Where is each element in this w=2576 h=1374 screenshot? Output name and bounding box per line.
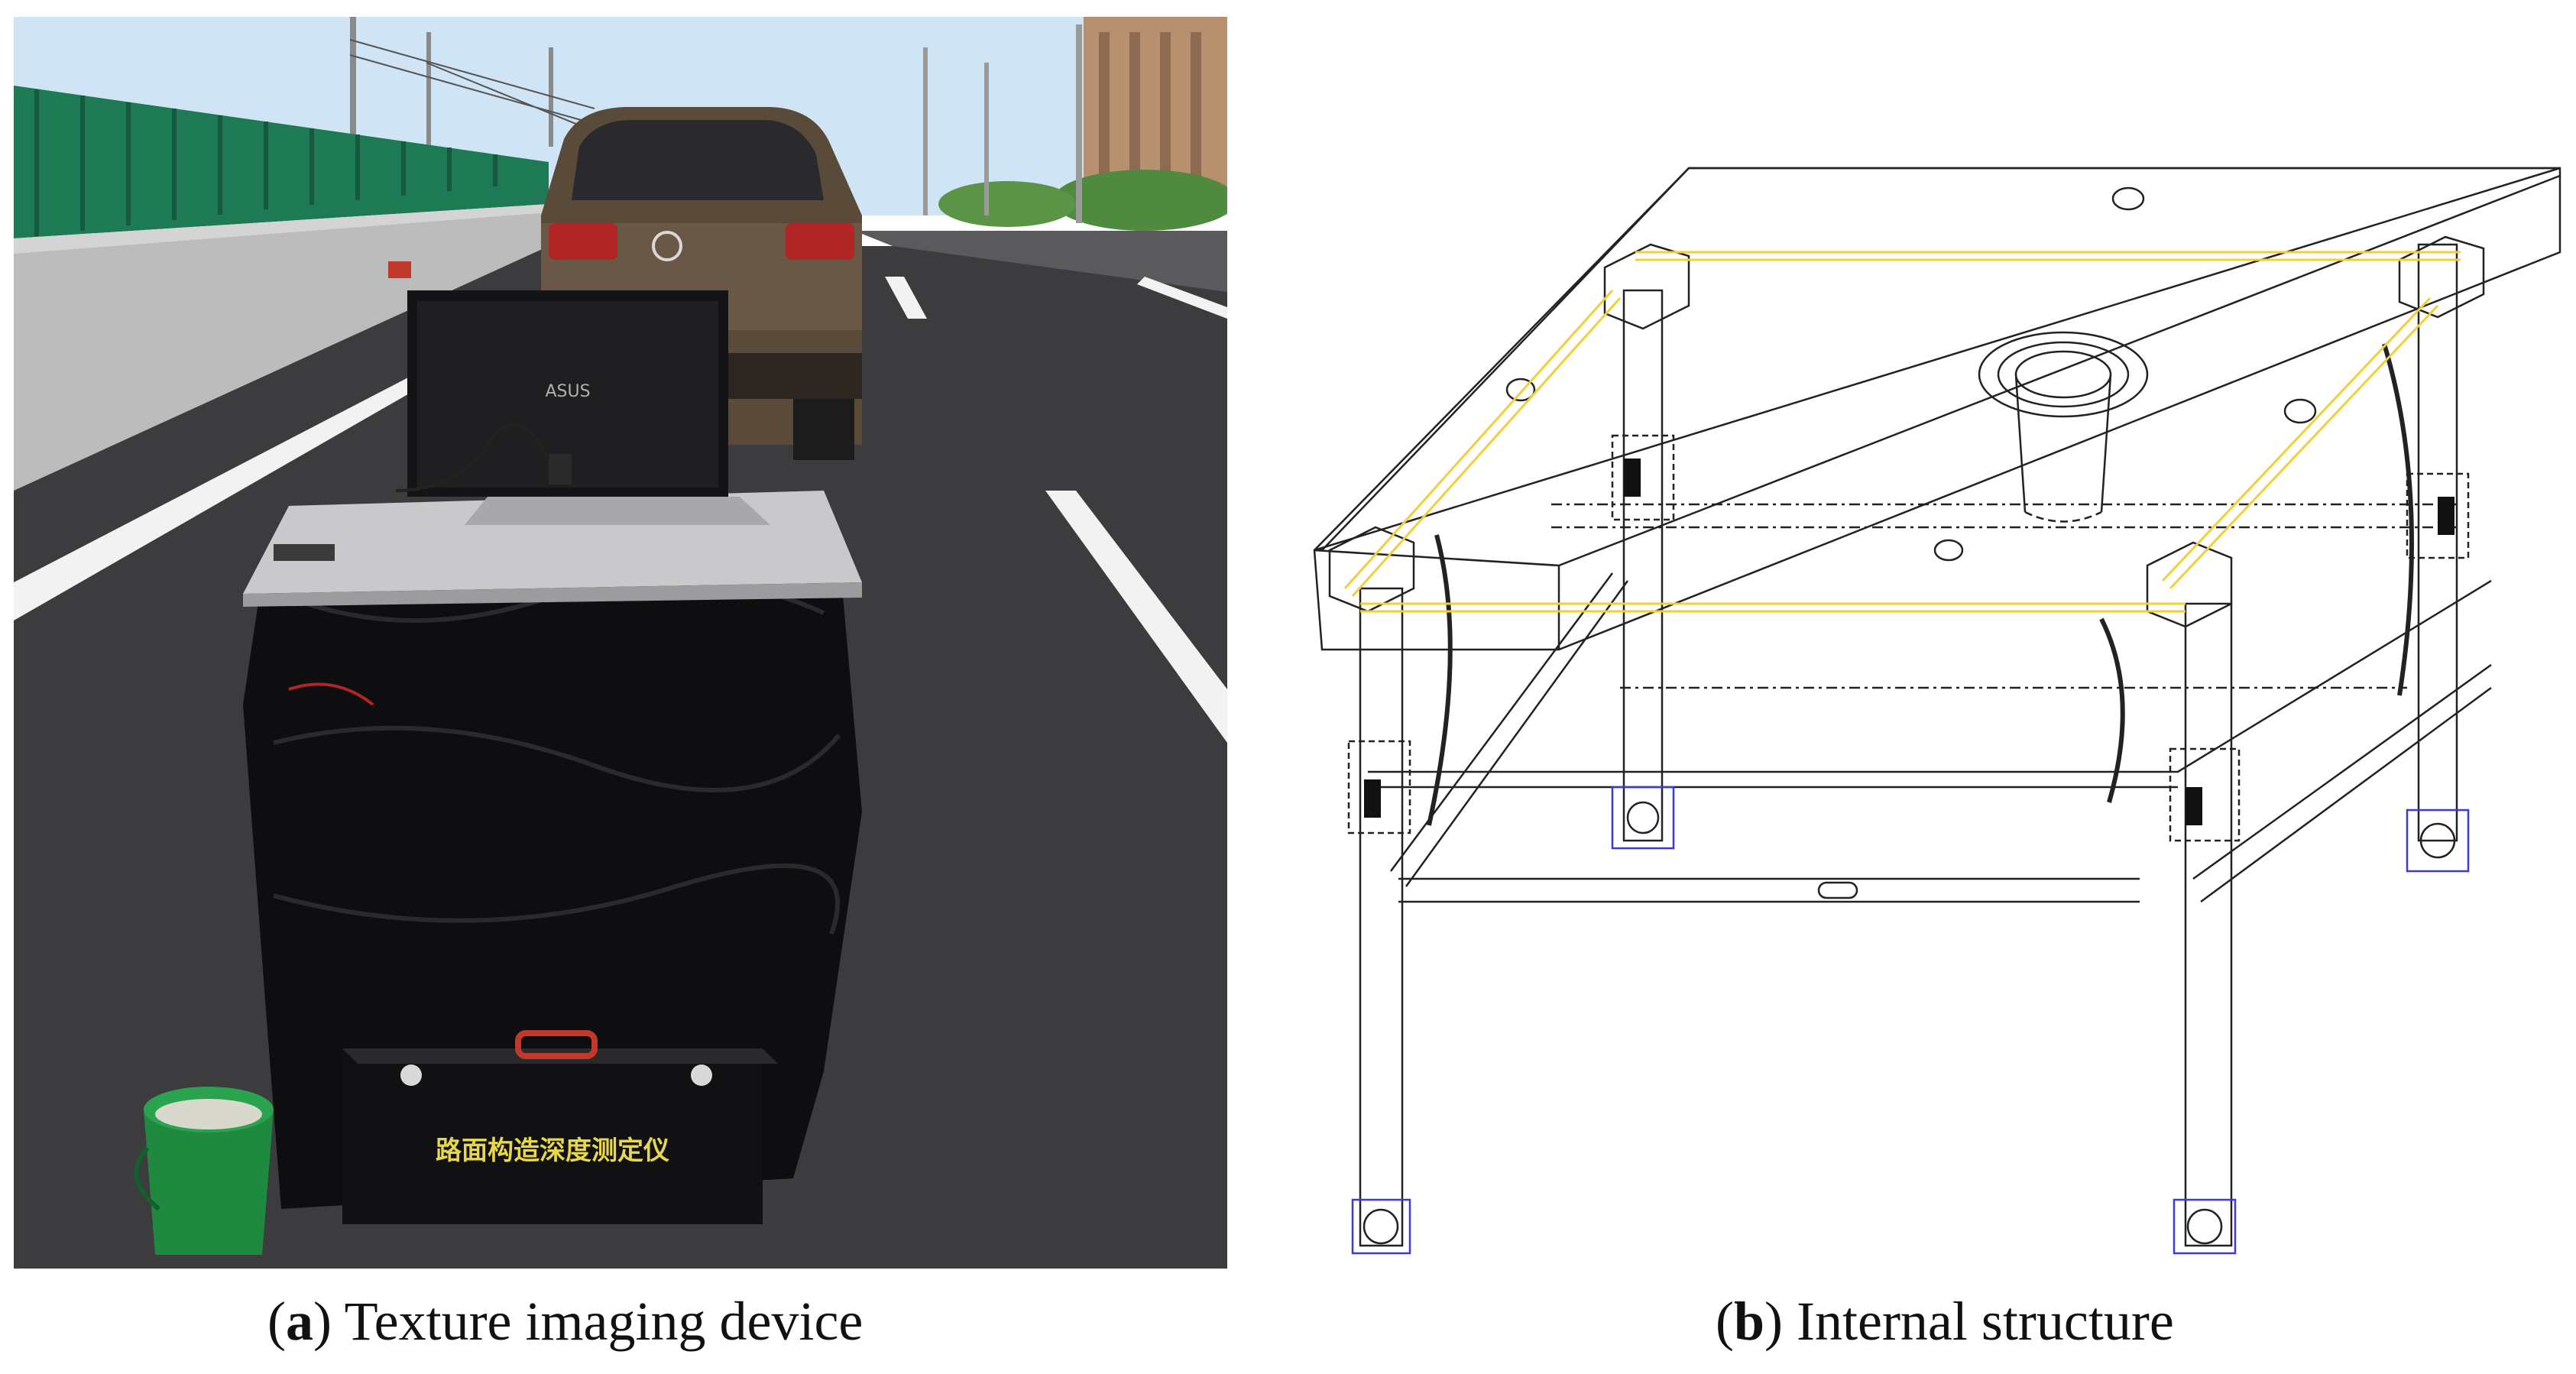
- concrete-median-wall: [14, 204, 549, 491]
- caption-a-open: (: [267, 1291, 286, 1352]
- table-leg-back-left: [1611, 289, 1675, 850]
- caption-a-text: Texture imaging device: [331, 1291, 864, 1352]
- black-cover: [243, 552, 862, 1209]
- camera-lens-tube: [1978, 331, 2149, 523]
- caption-b-open: (: [1716, 1291, 1734, 1352]
- caption-b-letter: b: [1733, 1291, 1765, 1352]
- caption-b-text: Internal structure: [1783, 1291, 2174, 1352]
- pole: [350, 17, 356, 139]
- caption-a-close: ): [313, 1291, 332, 1352]
- rail-slot: [1817, 881, 1858, 899]
- noise-barrier: [14, 86, 549, 238]
- trees: [1053, 170, 1227, 231]
- internal-structure-diagram: [1299, 115, 2568, 1276]
- caption-a-letter: a: [285, 1291, 313, 1352]
- bucket: [134, 1087, 274, 1255]
- lane-marking: [14, 376, 426, 621]
- box-label: 路面构造深度测定仪: [436, 1136, 669, 1166]
- table-leg-front-left: [1347, 587, 1411, 1255]
- texture-imaging-device-photo: ASUS 路面构造深度测定仪: [14, 17, 1227, 1269]
- led-strip: [1635, 251, 2461, 261]
- photo-illustration: ASUS 路面构造深度测定仪: [14, 17, 1227, 1269]
- laptop-brand-label: ASUS: [545, 382, 590, 401]
- device-carrying-box: 路面构造深度测定仪: [342, 1030, 778, 1224]
- caption-b-close: ): [1764, 1291, 1784, 1352]
- table-leg-front-right: [2169, 602, 2241, 1255]
- light-mount: [1364, 779, 1381, 818]
- table-leg-back-right: [2406, 243, 2470, 873]
- slab-hole: [2111, 186, 2145, 211]
- laptop: ASUS: [395, 290, 770, 525]
- caption-b: (b) Internal structure: [1716, 1290, 2174, 1353]
- caption-a: (a) Texture imaging device: [267, 1290, 863, 1353]
- wireframe-drawing: [1313, 167, 2561, 1255]
